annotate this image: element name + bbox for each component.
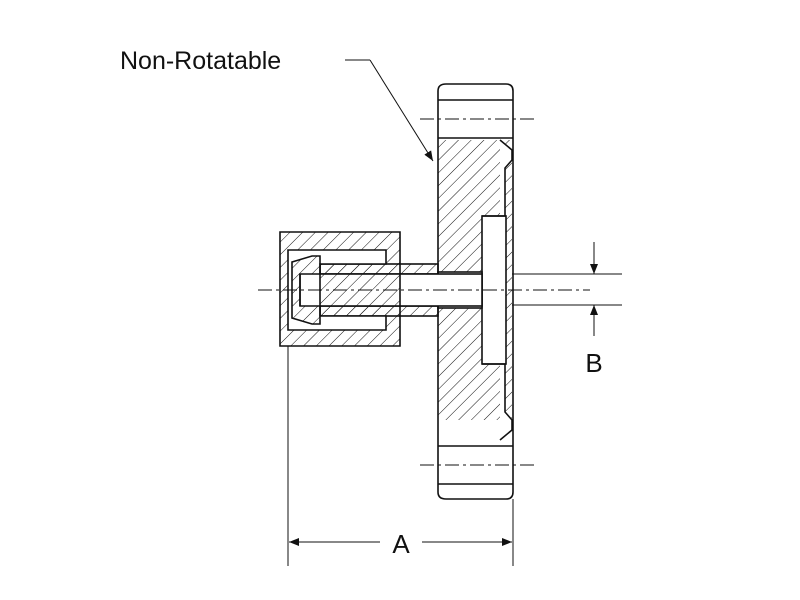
flange-outline <box>437 83 514 500</box>
non-rotatable-label: Non-Rotatable <box>120 47 281 75</box>
dimension-b <box>512 242 622 336</box>
dimension-b-label: B <box>585 348 602 378</box>
centerlines <box>258 118 590 466</box>
dimension-a <box>287 346 514 566</box>
fitting-nut <box>279 231 401 347</box>
callout-leader <box>345 59 434 162</box>
dimension-a-label: A <box>392 529 410 559</box>
